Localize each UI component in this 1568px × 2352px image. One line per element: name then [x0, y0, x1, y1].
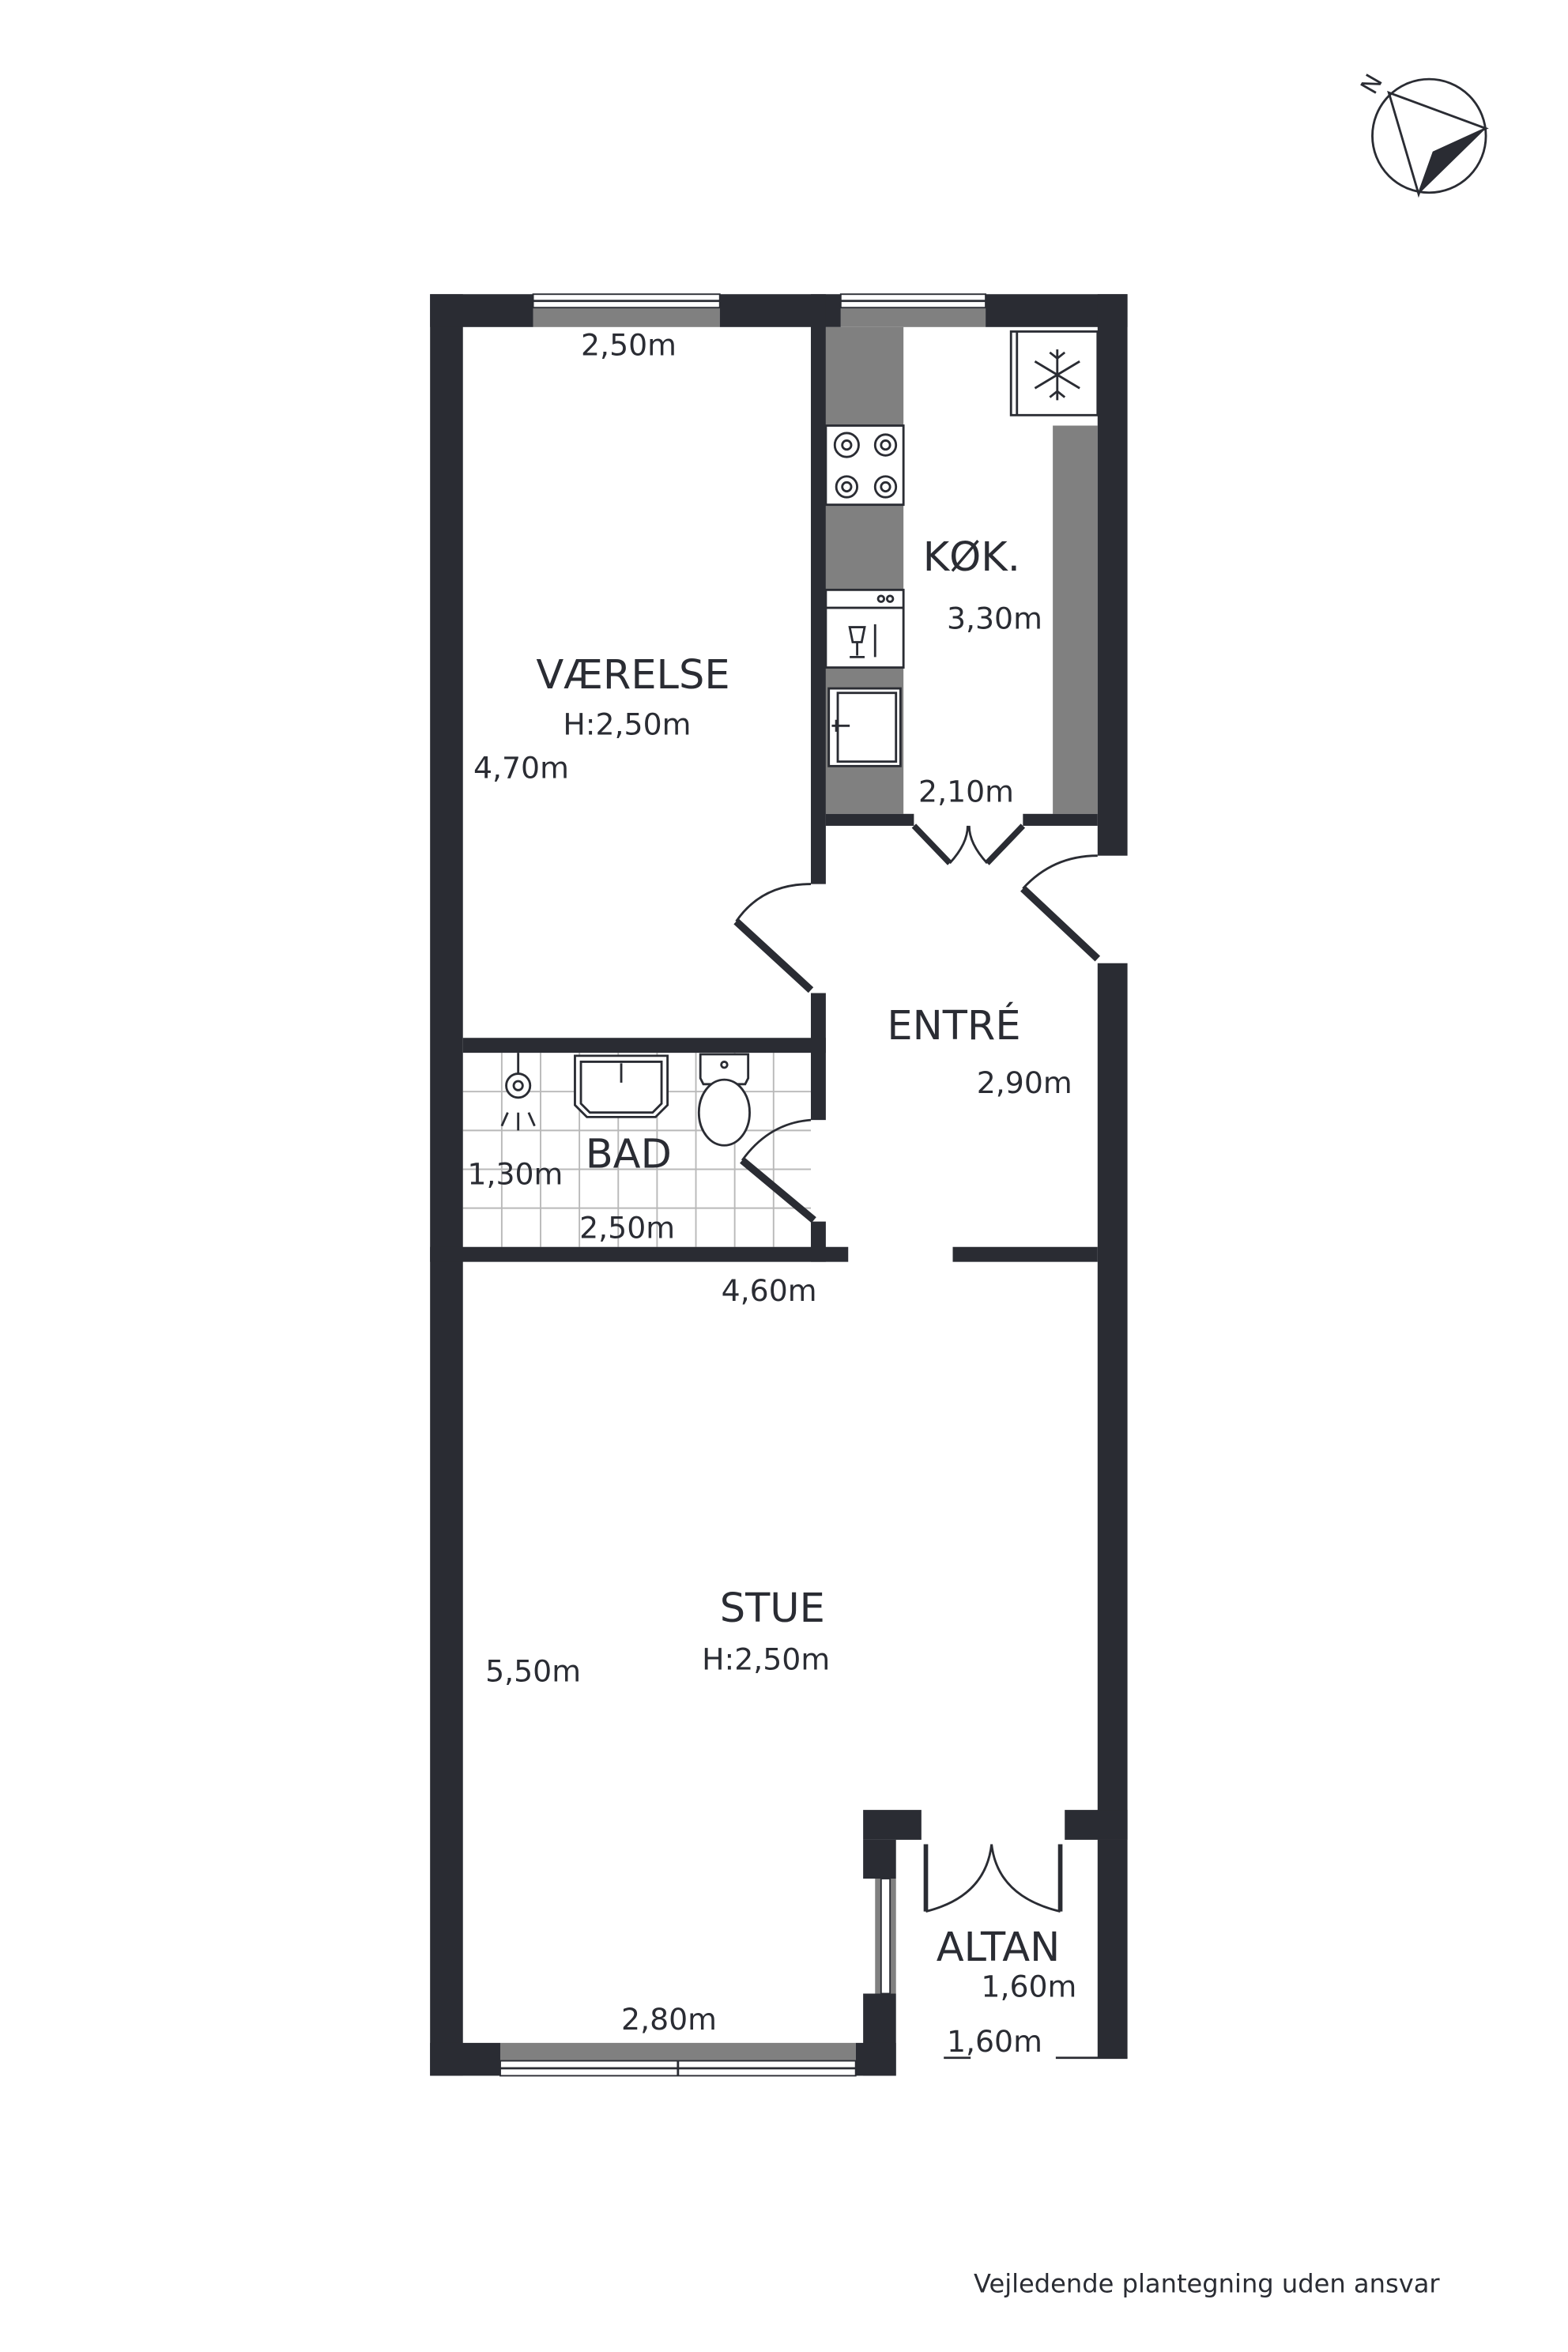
disclaimer: Vejledende plantegning uden ansvar [974, 2268, 1440, 2298]
compass-icon: N [1355, 70, 1489, 198]
entre-name: ENTRÉ [887, 1001, 1020, 1050]
stove-icon [824, 424, 905, 507]
stue-width-top: 4,60m [722, 1273, 817, 1308]
sink-icon [827, 687, 902, 767]
bedroom-door[interactable] [733, 883, 814, 993]
vaerelse-name: VÆRELSE [536, 652, 729, 699]
shower-icon [500, 1053, 536, 1131]
kitchen-door[interactable] [911, 824, 1026, 865]
kok-name: KØK. [923, 534, 1020, 581]
entrance-door[interactable] [1020, 854, 1101, 962]
toilet-icon [697, 1053, 751, 1147]
washbasin-icon [574, 1054, 669, 1118]
balcony-door[interactable] [923, 1844, 1063, 1913]
stue-length: 5,50m [485, 1654, 581, 1689]
vaerelse-height: H:2,50m [563, 707, 691, 742]
dishwasher-icon [824, 588, 905, 669]
window [839, 293, 987, 327]
window [532, 293, 721, 327]
fridge-icon [1009, 330, 1099, 416]
kok-width: 2,10m [918, 775, 1014, 809]
walls [430, 294, 1128, 2076]
kok-length: 3,30m [947, 601, 1042, 635]
window [875, 1878, 896, 1995]
altan-name: ALTAN [937, 1924, 1061, 1971]
vaerelse-width: 2,50m [581, 328, 677, 363]
altan-width: 1,60m [947, 2024, 1042, 2059]
north-label: N [1355, 70, 1389, 99]
window [499, 2042, 857, 2077]
bad-length: 1,30m [467, 1156, 563, 1191]
bad-name: BAD [586, 1132, 672, 1178]
stue-name: STUE [720, 1585, 825, 1632]
vaerelse-length: 4,70m [473, 750, 569, 785]
bathroom-door[interactable] [740, 1118, 816, 1223]
entre-length: 2,90m [977, 1065, 1072, 1100]
stue-width-bottom: 2,80m [621, 2002, 717, 2037]
altan-length: 1,60m [981, 1969, 1076, 2003]
stue-height: H:2,50m [702, 1642, 830, 1676]
bad-width: 2,50m [579, 1210, 675, 1245]
